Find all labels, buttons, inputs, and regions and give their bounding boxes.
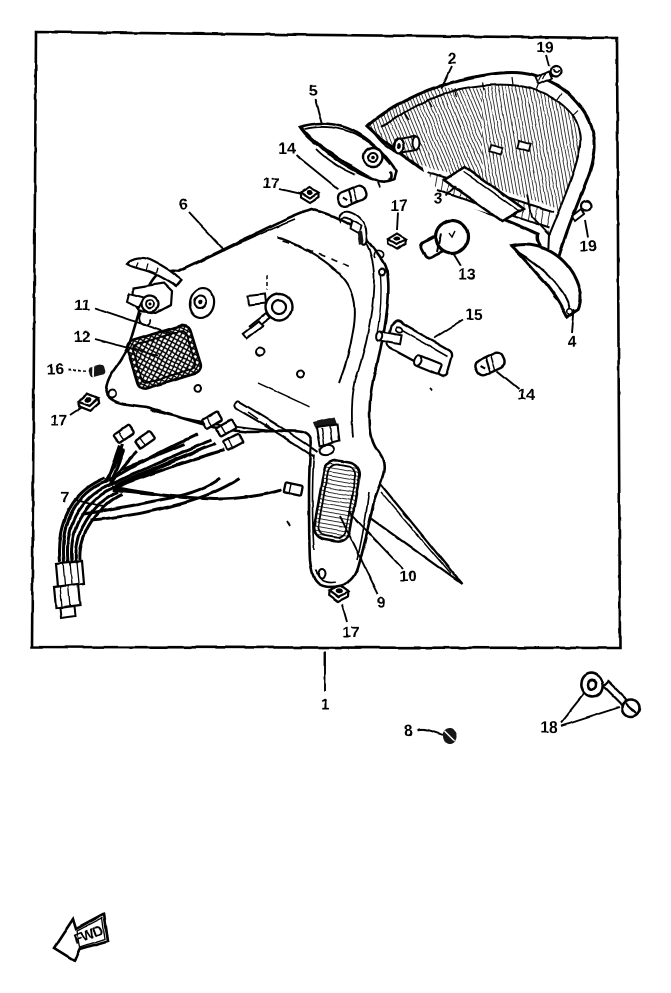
svg-text:17: 17	[390, 198, 407, 215]
svg-text:1: 1	[321, 697, 330, 714]
svg-text:7: 7	[61, 490, 70, 507]
svg-text:6: 6	[179, 197, 188, 214]
svg-text:18: 18	[540, 720, 558, 737]
svg-text:4: 4	[568, 334, 577, 351]
svg-text:19: 19	[536, 40, 554, 57]
svg-text:15: 15	[465, 307, 483, 324]
svg-text:12: 12	[73, 329, 90, 346]
svg-text:2: 2	[448, 51, 457, 68]
svg-text:3: 3	[434, 191, 443, 208]
svg-text:16: 16	[46, 362, 64, 379]
svg-text:19: 19	[579, 239, 597, 256]
svg-text:14: 14	[278, 141, 296, 158]
svg-text:5: 5	[309, 83, 318, 100]
svg-text:17: 17	[342, 625, 359, 642]
svg-text:17: 17	[50, 413, 67, 430]
svg-text:10: 10	[399, 569, 416, 586]
svg-text:17: 17	[262, 176, 279, 193]
svg-text:11: 11	[74, 298, 91, 315]
svg-text:14: 14	[517, 387, 535, 404]
svg-text:13: 13	[458, 267, 476, 284]
svg-text:9: 9	[377, 595, 386, 612]
svg-text:8: 8	[404, 723, 413, 740]
